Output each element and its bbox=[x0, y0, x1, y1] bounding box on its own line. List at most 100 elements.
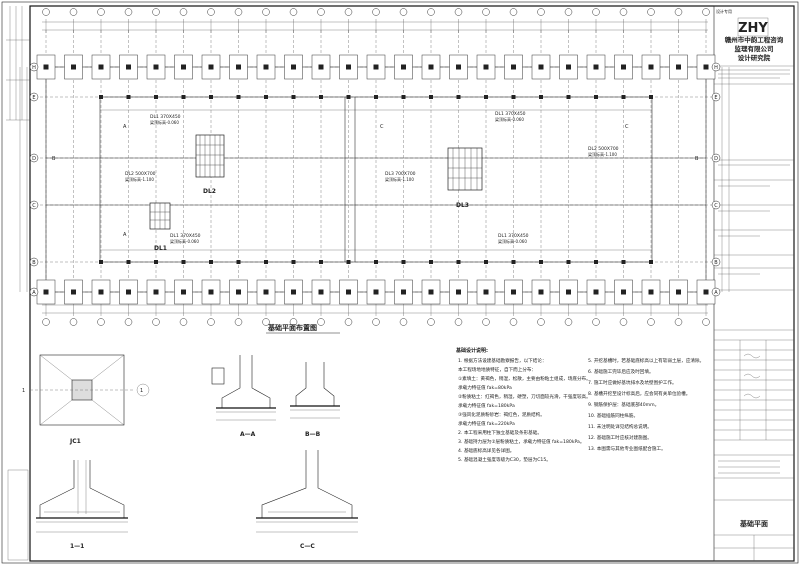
column-mark bbox=[374, 95, 378, 99]
axis-bubble bbox=[207, 318, 215, 326]
axis-letter: E bbox=[714, 95, 717, 101]
column-mark bbox=[291, 64, 296, 70]
column-mark bbox=[154, 95, 158, 99]
signature-rows bbox=[714, 339, 794, 441]
axis-bubble bbox=[124, 318, 133, 326]
column-mark bbox=[484, 260, 488, 264]
note-line: 本工程场地地质特征，自下而上分布： bbox=[458, 366, 536, 373]
column-mark bbox=[456, 95, 461, 99]
column-mark bbox=[98, 64, 104, 70]
detail-dl2: DL2 bbox=[195, 134, 225, 195]
axis-bubble bbox=[619, 318, 628, 326]
column-mark bbox=[43, 64, 49, 70]
column-mark bbox=[621, 260, 626, 264]
beam-label-dl1-top: DL1 370X450 bbox=[150, 114, 181, 120]
column-mark bbox=[291, 289, 296, 295]
notes-right-column: 5. 开挖基槽时，若基础底标高以上有软弱土层，应清除。6. 基础施工完毕后应及时… bbox=[588, 357, 704, 452]
column-mark bbox=[43, 289, 49, 295]
axis-bubble bbox=[647, 8, 655, 16]
plan-title: 基础平面布置图 bbox=[267, 323, 317, 332]
column-mark bbox=[456, 260, 461, 264]
column-mark bbox=[703, 289, 709, 295]
axis-bubble bbox=[289, 318, 298, 326]
axis-letter: C bbox=[714, 203, 718, 209]
column-mark bbox=[126, 260, 131, 264]
column-mark bbox=[126, 289, 131, 295]
axis-bubble bbox=[564, 8, 573, 16]
axis-bubble bbox=[344, 318, 353, 326]
beam-elev-dl1-bot2: 梁顶标高-0.060 bbox=[498, 238, 527, 244]
axis-bubble bbox=[29, 62, 39, 72]
axis-letter: C bbox=[32, 203, 36, 209]
note-line: 2. 本工程采用柱下独立基础及条形基础。 bbox=[458, 429, 542, 436]
column-mark bbox=[593, 289, 599, 295]
company-name-line1: 赣州市中韵工程咨询 bbox=[725, 35, 784, 44]
column-mark bbox=[401, 289, 406, 295]
note-line: 12. 基础施工时应核对建施图。 bbox=[588, 434, 652, 441]
column-mark bbox=[318, 64, 324, 70]
note-line: 10. 基础插筋同柱纵筋。 bbox=[588, 412, 638, 419]
note-line: ③强风化泥质粉砂岩：褐红色，泥质结构。 bbox=[458, 411, 545, 418]
column-mark bbox=[263, 64, 269, 70]
svg-text:A: A bbox=[123, 232, 127, 238]
section-1-1: 1—1 bbox=[36, 460, 128, 550]
axis-bubble bbox=[399, 8, 408, 16]
beam-elev-dl3-mid: 梁顶标高-1.100 bbox=[385, 176, 414, 182]
column-mark bbox=[593, 64, 599, 70]
plan-dimension-lines bbox=[19, 21, 730, 314]
column-mark bbox=[621, 64, 626, 70]
column-mark bbox=[566, 260, 571, 264]
beam-elev-dl1-bot: 梁顶标高-0.060 bbox=[170, 238, 199, 244]
column-mark bbox=[181, 64, 186, 70]
column-mark bbox=[291, 260, 296, 264]
column-mark bbox=[649, 95, 653, 99]
section-c-c: C—C bbox=[256, 450, 358, 550]
axis-bubble bbox=[509, 318, 518, 326]
beam-elev-dl1-top: 梁顶标高-0.060 bbox=[150, 119, 179, 125]
column-mark bbox=[346, 95, 351, 99]
axis-bubble bbox=[711, 62, 721, 72]
note-line: 5. 基础混凝土强度等级为C30，垫层为C15。 bbox=[458, 456, 551, 463]
column-mark bbox=[264, 95, 268, 99]
axis-bubble bbox=[344, 8, 353, 16]
column-mark bbox=[401, 95, 406, 99]
axis-bubble bbox=[537, 8, 545, 16]
column-mark bbox=[676, 289, 681, 295]
svg-text:1: 1 bbox=[140, 388, 143, 394]
axis-bubble bbox=[619, 8, 628, 16]
axis-letter: D bbox=[32, 156, 36, 162]
column-mark bbox=[401, 260, 406, 264]
axis-letter: A bbox=[714, 290, 718, 296]
column-mark bbox=[511, 289, 516, 295]
title-block: 设计专用 ZHY 赣州市中韵工程咨询 监理有限公司 设计研究院 bbox=[713, 5, 795, 562]
column-mark bbox=[71, 289, 76, 295]
axis-bubble bbox=[674, 8, 683, 16]
column-mark bbox=[511, 95, 516, 99]
column-mark bbox=[236, 64, 241, 70]
axis-bubble bbox=[711, 257, 721, 267]
axis-bubble bbox=[711, 200, 721, 210]
column-mark bbox=[456, 289, 461, 295]
axis-bubble bbox=[234, 8, 243, 16]
axis-bubble bbox=[427, 318, 435, 326]
axis-bubble bbox=[399, 318, 408, 326]
note-line: 13. 本图需与其他专业图纸配合施工。 bbox=[588, 445, 666, 452]
axis-bubble bbox=[152, 8, 160, 16]
column-mark bbox=[648, 64, 654, 70]
axis-bubble bbox=[179, 318, 188, 326]
axis-bubble bbox=[482, 8, 490, 16]
svg-text:C: C bbox=[380, 124, 384, 130]
column-mark bbox=[566, 95, 571, 99]
note-line: ②粉质粘土：红褐色，稍湿，硬塑，刀切面较光滑，干强度较高。 bbox=[458, 393, 591, 400]
column-mark bbox=[594, 260, 598, 264]
note-line: 9. 钢筋保护层：基础底部40mm。 bbox=[588, 401, 659, 408]
column-mark bbox=[99, 95, 103, 99]
drawing-name: 基础平面 bbox=[739, 519, 768, 528]
column-mark bbox=[209, 95, 213, 99]
axis-letter: H bbox=[714, 65, 718, 71]
note-line: 3. 基础持力层为②层粉质粘土，承载力特征值 fak=180kPa。 bbox=[458, 438, 584, 445]
beam-elev-dl2-left: 梁顶标高-1.100 bbox=[125, 176, 154, 182]
column-mark bbox=[209, 260, 213, 264]
column-mark bbox=[263, 289, 269, 295]
beam-label-dl1-top2: DL1 370X450 bbox=[495, 111, 526, 117]
